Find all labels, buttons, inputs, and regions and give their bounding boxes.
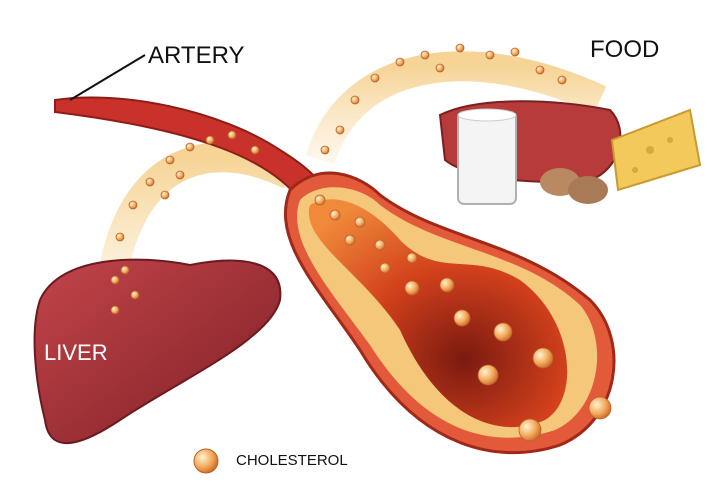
artery-lumen [308, 199, 568, 428]
cholesterol-legend-label: CHOLESTEROL [236, 452, 348, 469]
food-label: FOOD [590, 36, 660, 63]
liver [33, 258, 282, 445]
liver-label: LIVER [44, 340, 108, 365]
artery-pointer-line [69, 54, 146, 101]
cholesterol-particles [110, 43, 612, 442]
egg [568, 176, 608, 204]
food-to-artery-flow [305, 51, 607, 165]
cholesterol-legend-icon [193, 448, 219, 474]
food-items [438, 100, 702, 205]
artery-label: ARTERY [148, 42, 245, 69]
milk-glass [457, 111, 517, 205]
cheese [610, 108, 702, 192]
